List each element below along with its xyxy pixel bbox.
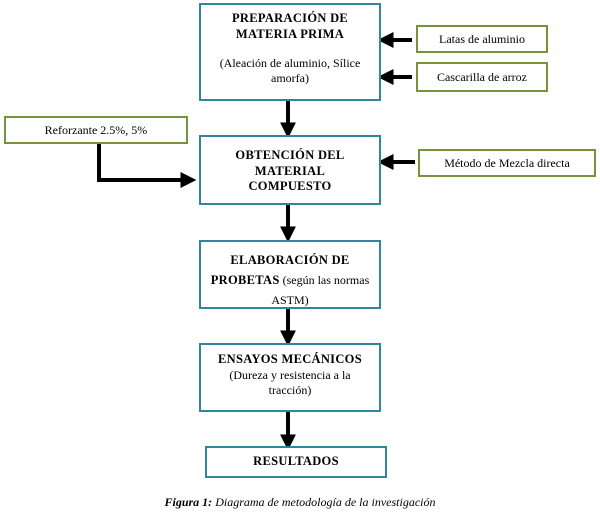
box-preparacion-detail: (Aleación de aluminio, Sílice amorfa): [219, 56, 361, 86]
side-reforzante: Reforzante 2.5%, 5%: [4, 116, 188, 144]
side-reforzante-label: Reforzante 2.5%, 5%: [44, 122, 148, 137]
side-metodo: Método de Mezcla directa: [418, 149, 596, 177]
side-latas-label: Latas de aluminio: [439, 31, 525, 46]
box-resultados-title: RESULTADOS: [253, 454, 339, 469]
box-ensayos-detail: (Dureza y resistencia a la tracción): [229, 367, 351, 397]
box-obtencion-title: OBTENCIÓN DEL MATERIAL COMPUESTO: [235, 148, 345, 194]
box-elaboracion: ELABORACIÓN DE PROBETAS (según las norma…: [199, 240, 381, 309]
side-cascarilla-label: Cascarilla de arroz: [437, 69, 527, 84]
box-obtencion: OBTENCIÓN DEL MATERIAL COMPUESTO: [199, 135, 381, 205]
box-resultados: RESULTADOS: [205, 446, 387, 478]
figure-caption: Figura 1: Diagrama de metodología de la …: [0, 495, 600, 510]
box-elaboracion-text: ELABORACIÓN DE PROBETAS (según las norma…: [201, 250, 379, 310]
side-cascarilla: Cascarilla de arroz: [416, 62, 548, 92]
side-latas: Latas de aluminio: [416, 25, 548, 53]
box-ensayos: ENSAYOS MECÁNICOS (Dureza y resistencia …: [199, 343, 381, 412]
figure-caption-text: Diagrama de metodología de la investigac…: [212, 495, 436, 509]
box-preparacion-title: PREPARACIÓN DE MATERIA PRIMA: [231, 11, 349, 41]
box-elaboracion-detail: (según las normas ASTM): [271, 273, 370, 307]
box-elaboracion-title: ELABORACIÓN DE PROBETAS: [210, 253, 350, 287]
side-metodo-label: Método de Mezcla directa: [444, 155, 570, 170]
box-ensayos-title: ENSAYOS MECÁNICOS: [218, 352, 362, 366]
box-preparacion: PREPARACIÓN DE MATERIA PRIMA (Aleación d…: [199, 3, 381, 101]
arrow-reforzante: [97, 143, 197, 188]
figure-caption-label: Figura 1:: [164, 495, 213, 509]
